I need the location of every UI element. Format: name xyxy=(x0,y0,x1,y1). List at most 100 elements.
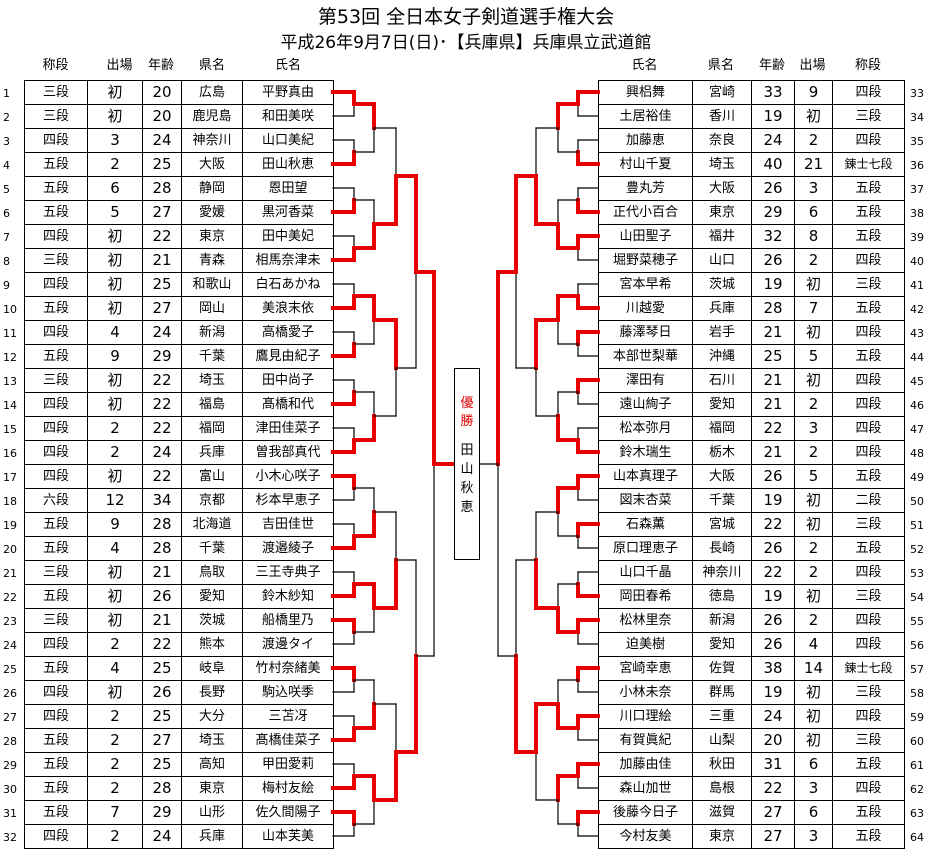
right-player-appear: 2 xyxy=(794,536,833,561)
seed-number: 16 xyxy=(3,447,17,460)
left-player-age: 25 xyxy=(142,752,182,777)
seed-number: 51 xyxy=(910,519,924,532)
seed-number: 33 xyxy=(910,87,924,100)
seed-number: 61 xyxy=(910,759,924,772)
right-player-pref: 茨城 xyxy=(692,272,752,297)
left-player-rank: 四段 xyxy=(24,704,88,729)
right-player-age: 26 xyxy=(751,632,795,657)
seed-number: 4 xyxy=(3,159,10,172)
left-player-pref: 長野 xyxy=(181,680,243,705)
header-left-pref: 県名 xyxy=(198,58,225,73)
left-player-rank: 五段 xyxy=(24,344,88,369)
right-player-pref: 東京 xyxy=(692,200,752,225)
right-player-appear: 14 xyxy=(794,656,833,681)
right-player-name: 岡田春希 xyxy=(598,584,693,609)
seed-number: 44 xyxy=(910,351,924,364)
right-player-name: 山田聖子 xyxy=(598,224,693,249)
left-player-appear: 初 xyxy=(87,248,143,273)
right-player-name: 今村友美 xyxy=(598,824,693,849)
right-player-age: 28 xyxy=(751,296,795,321)
seed-number: 57 xyxy=(910,663,924,676)
right-player-age: 22 xyxy=(751,560,795,585)
header-left-age: 年齢 xyxy=(147,58,174,73)
seed-number: 62 xyxy=(910,783,924,796)
left-player-age: 20 xyxy=(142,104,182,129)
right-player-rank: 錬士七段 xyxy=(832,152,905,177)
right-player-age: 40 xyxy=(751,152,795,177)
seed-number: 45 xyxy=(910,375,924,388)
seed-number: 31 xyxy=(3,807,17,820)
left-player-age: 27 xyxy=(142,728,182,753)
seed-number: 58 xyxy=(910,687,924,700)
right-player-name: 村山千夏 xyxy=(598,152,693,177)
left-player-pref: 愛媛 xyxy=(181,200,243,225)
right-player-pref: 神奈川 xyxy=(692,560,752,585)
seed-number: 23 xyxy=(3,615,17,628)
right-player-appear: 3 xyxy=(794,416,833,441)
right-player-pref: 山梨 xyxy=(692,728,752,753)
left-player-age: 24 xyxy=(142,824,182,849)
seed-number: 8 xyxy=(3,255,10,268)
right-player-rank: 五段 xyxy=(832,824,905,849)
right-player-pref: 滋賀 xyxy=(692,800,752,825)
left-player-name: 竹村奈緒美 xyxy=(242,656,334,681)
seed-number: 22 xyxy=(3,591,17,604)
left-player-pref: 福島 xyxy=(181,392,243,417)
right-player-rank: 四段 xyxy=(832,80,905,105)
right-player-name: 遠山絢子 xyxy=(598,392,693,417)
seed-number: 34 xyxy=(910,111,924,124)
right-player-pref: 三重 xyxy=(692,704,752,729)
right-player-pref: 愛知 xyxy=(692,392,752,417)
seed-number: 47 xyxy=(910,423,924,436)
left-player-appear: 7 xyxy=(87,800,143,825)
right-player-name: 宮本早希 xyxy=(598,272,693,297)
seed-number: 49 xyxy=(910,471,924,484)
right-player-age: 21 xyxy=(751,440,795,465)
left-player-rank: 四段 xyxy=(24,128,88,153)
left-player-rank: 五段 xyxy=(24,800,88,825)
right-player-pref: 島根 xyxy=(692,776,752,801)
seed-number: 12 xyxy=(3,351,17,364)
left-player-pref: 岡山 xyxy=(181,296,243,321)
left-player-name: 田中美妃 xyxy=(242,224,334,249)
left-player-appear: 2 xyxy=(87,152,143,177)
right-player-pref: 長崎 xyxy=(692,536,752,561)
left-player-appear: 初 xyxy=(87,224,143,249)
left-player-rank: 四段 xyxy=(24,680,88,705)
right-player-age: 19 xyxy=(751,488,795,513)
right-player-rank: 四段 xyxy=(832,776,905,801)
left-player-age: 25 xyxy=(142,152,182,177)
left-player-name: 梅村友絵 xyxy=(242,776,334,801)
right-player-name: 迫美樹 xyxy=(598,632,693,657)
seed-number: 3 xyxy=(3,135,10,148)
seed-number: 37 xyxy=(910,183,924,196)
right-player-rank: 四段 xyxy=(832,632,905,657)
left-player-name: 三苫冴 xyxy=(242,704,334,729)
seed-number: 28 xyxy=(3,735,17,748)
left-player-appear: 4 xyxy=(87,320,143,345)
seed-number: 43 xyxy=(910,327,924,340)
seed-number: 41 xyxy=(910,279,924,292)
header-right-pref: 県名 xyxy=(707,58,734,73)
right-player-rank: 四段 xyxy=(832,416,905,441)
left-player-rank: 五段 xyxy=(24,752,88,777)
